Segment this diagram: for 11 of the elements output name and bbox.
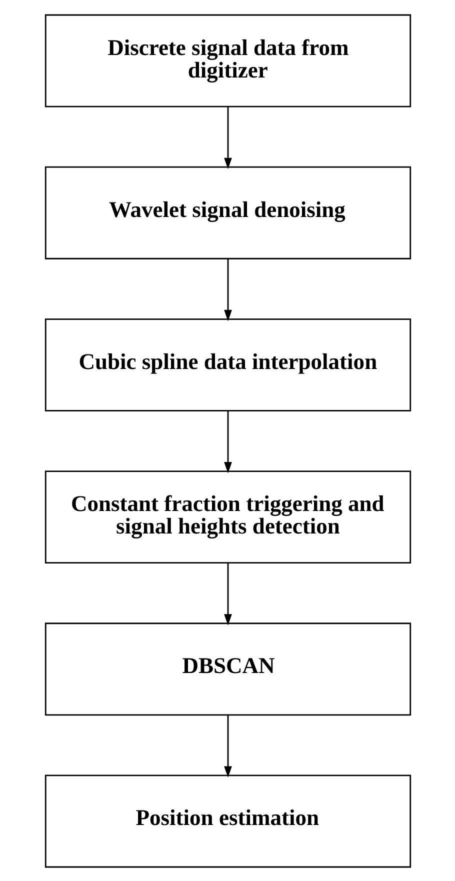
node-box: DBSCAN [44,622,411,716]
node-box: Position estimation [44,774,411,868]
arrow [224,714,232,777]
arrow [224,562,232,625]
node-box: Wavelet signal denoising [44,166,411,259]
node-box: Constant fraction triggering and signal heights detection [44,470,411,564]
arrow [224,410,232,473]
arrow [224,106,232,169]
arrow [224,258,232,321]
node-box: Cubic spline data interpolation [44,318,411,411]
node-box: Discrete signal data from digitizer [44,14,411,107]
